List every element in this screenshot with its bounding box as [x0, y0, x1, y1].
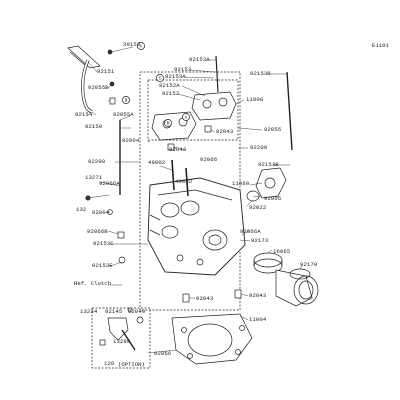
part-label-92151: 92151 — [97, 68, 115, 75]
head-gasket — [171, 313, 253, 365]
part-label-92043-b: 92043 — [196, 295, 214, 302]
part-label-92049: 92049 — [128, 308, 146, 315]
marker-a-mid-letter: A — [185, 115, 188, 121]
assembly-frame — [139, 71, 241, 311]
part-label-92055B: 92055B — [88, 84, 109, 91]
part-label-92004-top: 92004 — [122, 137, 140, 144]
decompression-lever — [91, 307, 151, 369]
part-label-92153C: 92153C — [93, 240, 114, 247]
part-label-92153B-r: 92153B — [258, 161, 279, 168]
part-label-92152A: 92152A — [159, 82, 180, 89]
marker-a-top — [137, 42, 145, 50]
part-label-92066A-r: 92066A — [240, 228, 261, 235]
part-label-92004-mid: 92004 — [92, 209, 110, 216]
part-label-92022: 92022 — [249, 204, 267, 211]
reference-code: E1101 — [372, 42, 389, 49]
part-label-39153: 39153 — [123, 41, 141, 48]
part-label-92200-r: 92200 — [250, 144, 268, 151]
rocker-sub-frame — [147, 79, 239, 141]
part-label-13271: 13271 — [85, 174, 103, 181]
part-label-92153E: 92153E — [92, 262, 113, 269]
marker-b-letter: B — [125, 98, 128, 104]
part-label-92043-a: 92043 — [216, 128, 234, 135]
part-label-92066B: 92066B — [87, 228, 108, 235]
marker-b-mid — [164, 119, 172, 127]
part-label-92154: 92154 — [75, 111, 93, 118]
part-label-92152: 92152 — [162, 90, 180, 97]
part-label-120: 120 — [104, 360, 115, 367]
part-label-92043-c: 92043 — [249, 292, 267, 299]
part-label-16065: 16065 — [273, 248, 291, 255]
part-label-92170: 92170 — [300, 261, 318, 268]
part-label-11060: 11060 — [232, 180, 250, 187]
camshaft-cap-right — [191, 91, 237, 133]
part-label-11004: 11004 — [249, 316, 267, 323]
part-label-92153: 92153 — [174, 66, 192, 73]
part-label-92066A-l: 92066A — [99, 180, 120, 187]
part-label-11008: 11008 — [246, 96, 264, 103]
part-label-92055: 92055 — [264, 126, 282, 133]
marker-a-mid — [182, 113, 190, 121]
part-label-92066: 92066 — [200, 156, 218, 163]
stud-92153B — [286, 71, 293, 151]
water-outlet — [246, 167, 287, 202]
part-label-92066-btm: 92066 — [154, 350, 172, 357]
marker-b-mid-letter: B — [167, 121, 170, 127]
part-label-13234: 13234 — [80, 308, 98, 315]
part-label-92145: 92145 — [105, 308, 123, 315]
marker-b — [122, 96, 130, 104]
option-note: (OPTION) — [118, 361, 145, 368]
part-label-92153B: 92153B — [250, 70, 271, 77]
part-label-92150: 92150 — [85, 123, 103, 130]
part-label-92153A-top: 92153A — [189, 56, 210, 63]
marker-c — [156, 74, 164, 82]
part-label-49002-r: 49002 — [175, 178, 193, 185]
part-label-49002-l: 49002 — [148, 159, 166, 166]
part-label-92055A: 92055A — [113, 111, 134, 118]
part-label-92005: 92005 — [264, 195, 282, 202]
cylinder-head — [147, 177, 246, 276]
breather-hose — [67, 45, 116, 114]
part-label-132: 132 — [76, 206, 87, 213]
intake-hoses — [253, 252, 319, 307]
marker-a-top-letter: A — [140, 44, 143, 50]
stud-92153A — [215, 55, 219, 93]
part-label-92153A-mid: 92153A — [165, 73, 186, 80]
part-label-92042: 92042 — [169, 146, 187, 153]
part-label-13280: 13280 — [113, 338, 131, 345]
ref-clutch-label: Ref. Clutch — [74, 280, 111, 287]
part-label-92173: 92173 — [251, 237, 269, 244]
marker-c-letter: C — [159, 76, 162, 82]
part-label-92200-l: 92200 — [88, 158, 106, 165]
